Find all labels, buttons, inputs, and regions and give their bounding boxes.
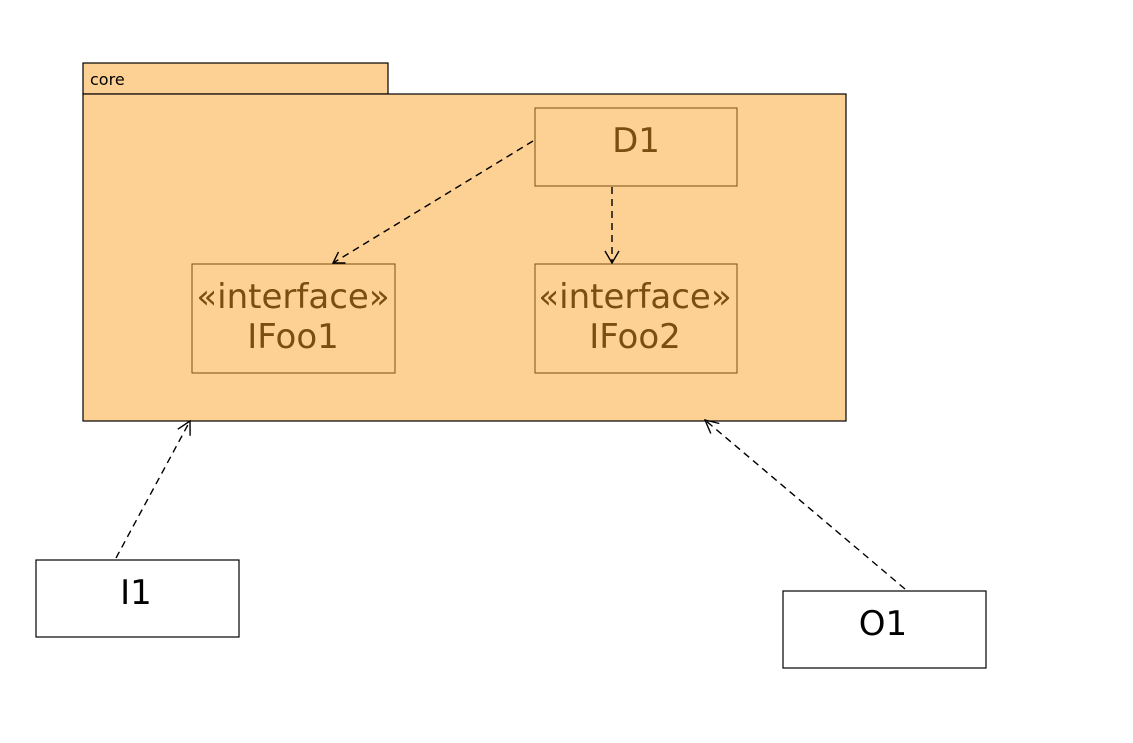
package-tab [82,62,389,95]
node-i1[interactable]: I1 [35,559,240,638]
node-o1-label: O1 [859,604,907,644]
edge-d1-ifoo1[interactable] [331,140,534,264]
node-ifoo2[interactable]: «interface» IFoo2 [534,263,738,374]
node-ifoo2-stereotype: «interface» [538,277,731,317]
edges [115,140,906,590]
node-ifoo2-label: IFoo2 [589,317,681,357]
node-d1-box [534,107,738,187]
node-ifoo2-box [534,263,738,374]
edge-i1-core[interactable] [115,419,191,559]
node-ifoo1-box [191,263,396,374]
node-ifoo1[interactable]: «interface» IFoo1 [191,263,396,374]
node-ifoo1-stereotype: «interface» [196,277,389,317]
package-label: core [90,70,125,89]
node-ifoo1-label: IFoo1 [247,317,339,357]
node-o1[interactable]: O1 [782,590,987,669]
edge-d1-ifoo2[interactable] [604,187,620,265]
node-d1[interactable]: D1 [534,107,738,187]
node-i1-label: I1 [120,573,152,613]
node-d1-label: D1 [612,121,660,161]
edge-o1-core[interactable] [703,418,906,590]
node-o1-box [782,590,987,669]
node-i1-box [35,559,240,638]
